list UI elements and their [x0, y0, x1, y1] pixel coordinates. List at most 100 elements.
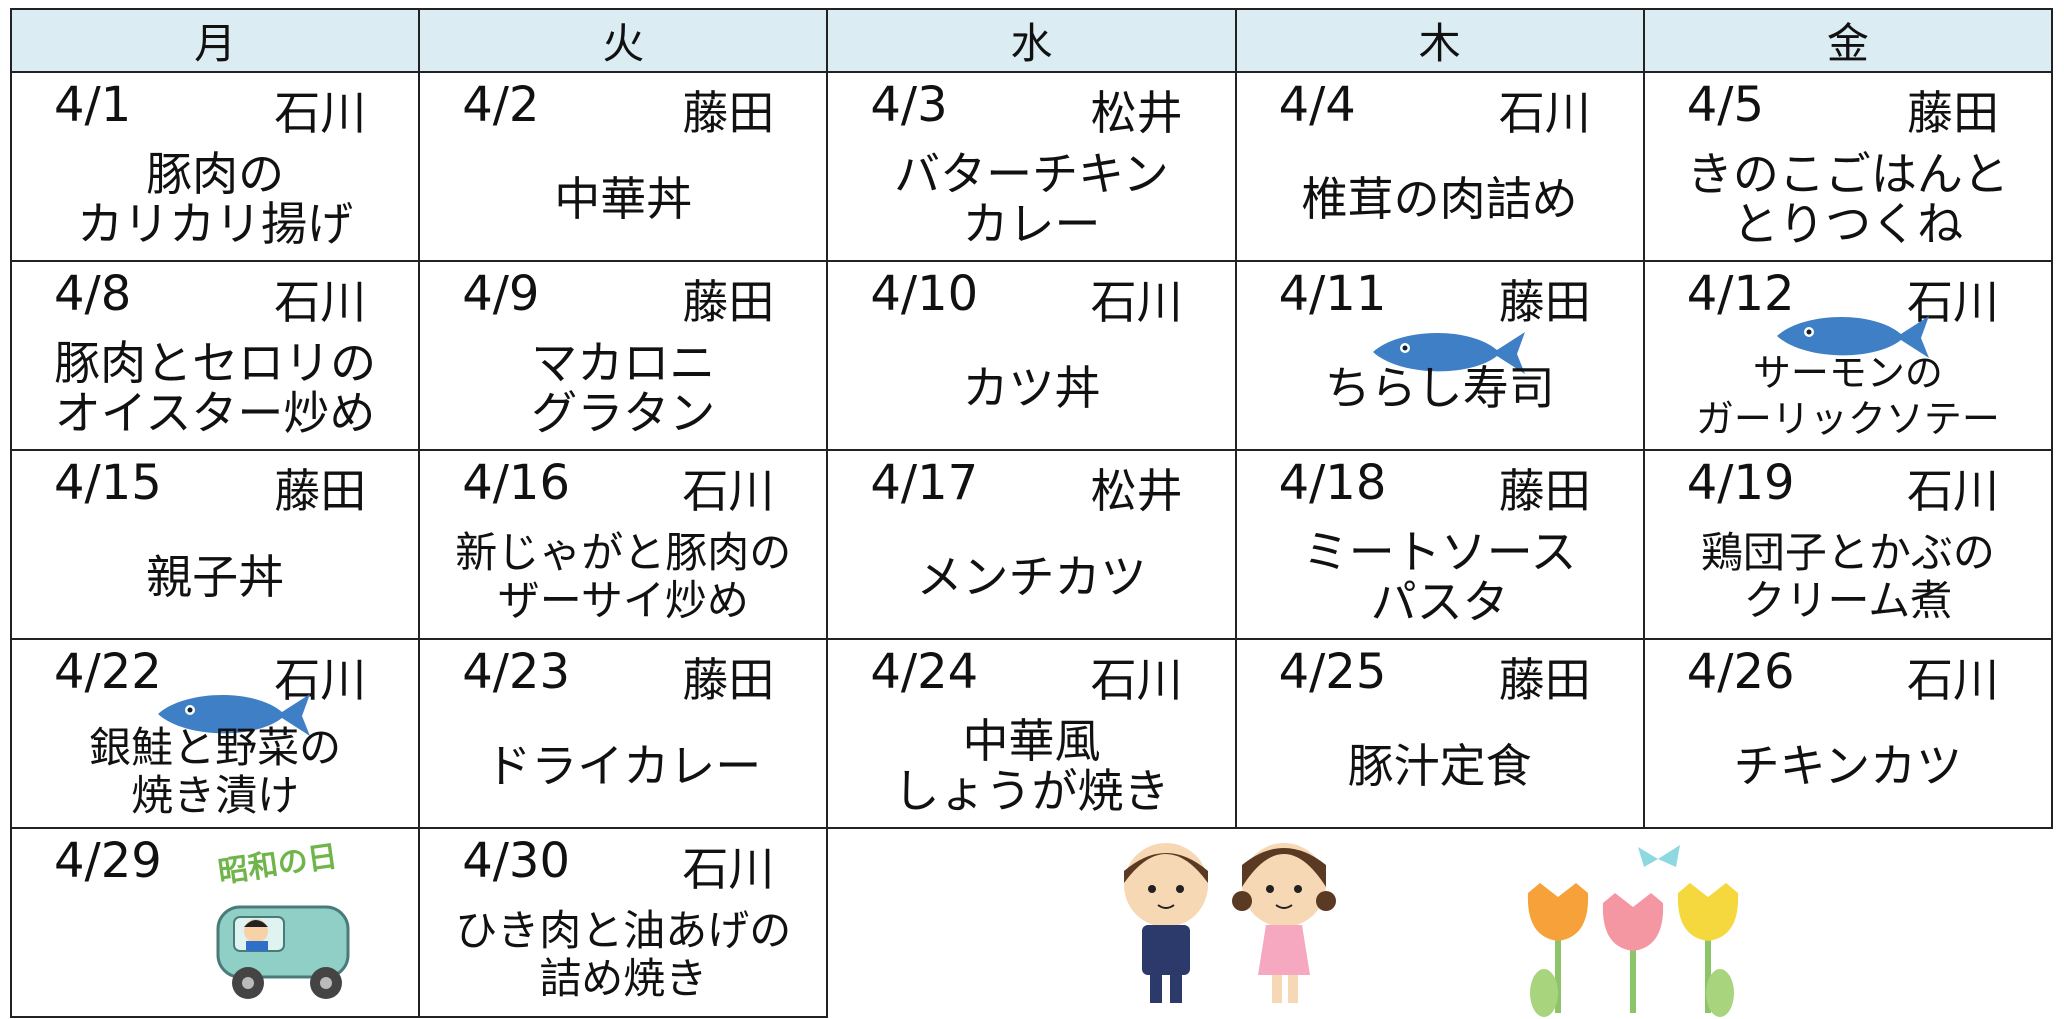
day-date: 4/8: [54, 266, 132, 322]
menu-dish: バターチキンカレー: [894, 147, 1169, 251]
staff-name: 石川: [274, 86, 367, 140]
staff-name: 石川: [1907, 653, 1999, 707]
fish-icon: [158, 694, 310, 736]
weekday-tue: 火: [418, 8, 829, 73]
day-cell: 4/26 石川 チキンカツ: [1642, 638, 2054, 829]
day-cell: 4/2 藤田 中華丼: [418, 71, 829, 262]
staff-name: 石川: [1907, 464, 1999, 518]
day-cell: 4/23 藤田 ドライカレー: [418, 638, 829, 829]
staff-name: 石川: [1907, 275, 1999, 329]
staff-name: 石川: [1498, 86, 1591, 140]
menu-dish: 椎茸の肉詰め: [1301, 172, 1578, 226]
day-date: 4/30: [462, 833, 570, 889]
staff-name: 石川: [1090, 653, 1183, 707]
staff-name: 藤田: [1498, 275, 1591, 329]
menu-dish: 豚肉とセロリのオイスター炒め: [54, 336, 377, 440]
staff-name: 藤田: [1498, 464, 1591, 518]
staff-name: 藤田: [682, 275, 775, 329]
day-date: 4/26: [1686, 644, 1795, 700]
menu-dish: きのこごはんととりつくね: [1686, 147, 2009, 251]
staff-name: 松井: [1090, 464, 1183, 518]
day-cell: 4/12 石川 サーモンのガーリックソテー: [1642, 260, 2054, 451]
staff-name: 藤田: [274, 464, 367, 518]
day-cell: 4/25 藤田 豚汁定食: [1234, 638, 1645, 829]
menu-dish: 中華丼: [554, 172, 693, 226]
staff-name: 松井: [1090, 86, 1183, 140]
week-row: 4/1 石川 豚肉のカリカリ揚げ 4/2 藤田 中華丼 4/3 松井 バターチキ…: [9, 71, 2054, 262]
school-children-illustration: [1124, 843, 1337, 1003]
day-cell-holiday: 4/29 昭和の日: [9, 827, 421, 1018]
menu-dish: 中華風しょうが焼き: [893, 714, 1170, 818]
fish-icon: [1776, 316, 1929, 358]
day-date: 4/29: [54, 833, 162, 889]
staff-name: 藤田: [1498, 653, 1591, 707]
menu-dish: 親子丼: [146, 550, 285, 604]
menu-dish: ミートソースパスタ: [1302, 525, 1577, 629]
day-cell: 4/18 藤田 ミートソースパスタ: [1234, 449, 1645, 640]
staff-name: 藤田: [1907, 86, 1999, 140]
day-cell: 4/11 藤田 ちらし寿司: [1234, 260, 1645, 451]
weekday-fri: 金: [1642, 8, 2054, 73]
day-date: 4/19: [1686, 455, 1795, 511]
menu-dish: マカロニグラタン: [531, 336, 716, 440]
weekday-thu: 木: [1234, 8, 1645, 73]
day-cell: 4/17 松井 メンチカツ: [826, 449, 1237, 640]
holiday-car-illustration: 昭和の日: [216, 839, 350, 999]
week-row: 4/8 石川 豚肉とセロリのオイスター炒め 4/9 藤田 マカロニグラタン 4/…: [9, 260, 2054, 451]
menu-dish: ひき肉と油あげの詰め焼き: [455, 906, 792, 1003]
menu-dish: 新じゃがと豚肉のザーサイ炒め: [455, 528, 792, 625]
weekday-header-row: 月 火 水 木 金: [9, 8, 2054, 73]
staff-name: 石川: [682, 464, 775, 518]
day-date: 4/10: [870, 266, 979, 322]
weekday-wed: 水: [826, 8, 1237, 73]
staff-name: 藤田: [682, 86, 775, 140]
day-cell: 4/24 石川 中華風しょうが焼き: [826, 638, 1237, 829]
day-date: 4/16: [462, 455, 570, 511]
staff-name: 石川: [274, 653, 367, 707]
day-date: 4/18: [1278, 455, 1387, 511]
menu-dish: チキンカツ: [1733, 739, 1963, 793]
day-date: 4/5: [1686, 77, 1764, 133]
day-cell: 4/15 藤田 親子丼: [9, 449, 421, 640]
day-date: 4/1: [54, 77, 132, 133]
week-row: 4/29 昭和の日 4/30 石川 ひき肉と油あげの詰め焼き: [9, 827, 2052, 1018]
day-cell: 4/8 石川 豚肉とセロリのオイスター炒め: [9, 260, 421, 451]
day-date: 4/24: [870, 644, 979, 700]
staff-name: 石川: [274, 275, 367, 329]
lunch-calendar: 月 火 水 木 金 4/1 石川 豚肉のカリカリ揚げ 4/2 藤田 中華丼 4/…: [9, 8, 2054, 1018]
weekday-mon: 月: [9, 8, 421, 73]
day-date: 4/2: [462, 77, 540, 133]
day-cell: 4/22 石川 銀鮭と野菜の焼き漬け: [9, 638, 421, 829]
menu-dish: カツ丼: [962, 361, 1101, 415]
day-cell: 4/4 石川 椎茸の肉詰め: [1234, 71, 1645, 262]
day-date: 4/25: [1278, 644, 1387, 700]
menu-dish: 鶏団子とかぶのクリーム煮: [1700, 528, 1995, 625]
day-date: 4/9: [462, 266, 540, 322]
day-cell: 4/5 藤田 きのこごはんととりつくね: [1642, 71, 2054, 262]
day-date: 4/4: [1278, 77, 1356, 133]
menu-dish: メンチカツ: [916, 550, 1147, 604]
menu-dish: サーモンのガーリックソテー: [1695, 351, 2000, 441]
menu-dish: 銀鮭と野菜の焼き漬け: [89, 723, 342, 820]
day-cell: 4/10 石川 カツ丼: [826, 260, 1237, 451]
menu-dish: ドライカレー: [485, 739, 762, 793]
day-cell: 4/30 石川 ひき肉と油あげの詰め焼き: [418, 827, 829, 1018]
day-date: 4/11: [1278, 266, 1387, 322]
week-row: 4/22 石川 銀鮭と野菜の焼き漬け 4/23 藤田 ドライカレー 4/24 石…: [9, 638, 2054, 829]
menu-dish: ちらし寿司: [1324, 361, 1555, 415]
menu-dish: 豚肉のカリカリ揚げ: [77, 147, 354, 251]
fish-icon: [1372, 332, 1525, 374]
day-cell: 4/19 石川 鶏団子とかぶのクリーム煮: [1642, 449, 2054, 640]
staff-name: 石川: [682, 842, 775, 896]
menu-dish: 豚汁定食: [1347, 739, 1532, 793]
day-cell: 4/9 藤田 マカロニグラタン: [418, 260, 829, 451]
day-date: 4/15: [54, 455, 162, 511]
day-cell: 4/3 松井 バターチキンカレー: [826, 71, 1237, 262]
day-date: 4/22: [54, 644, 162, 700]
week-row: 4/15 藤田 親子丼 4/16 石川 新じゃがと豚肉のザーサイ炒め 4/17 …: [9, 449, 2054, 640]
decoration-area: [827, 828, 2052, 1017]
day-date: 4/12: [1686, 266, 1795, 322]
tulips-illustration: [1528, 845, 1739, 1017]
holiday-label: 昭和の日: [216, 839, 340, 890]
day-date: 4/23: [462, 644, 570, 700]
